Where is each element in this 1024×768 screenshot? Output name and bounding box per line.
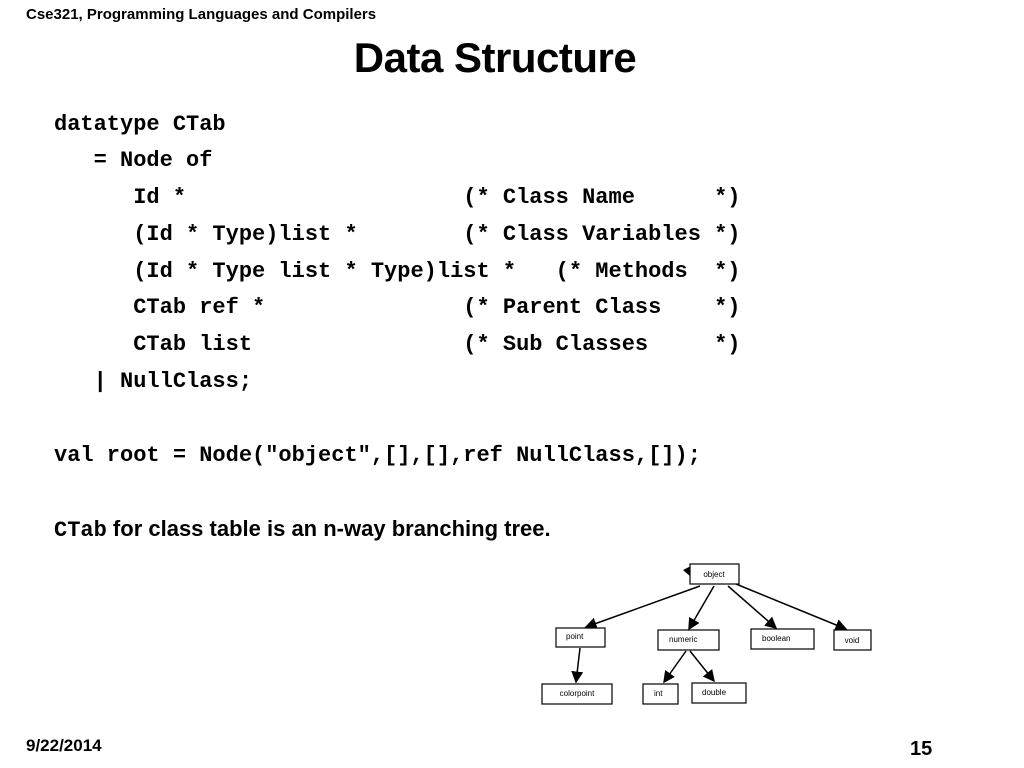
node-numeric: numeric — [657, 629, 720, 651]
course-title: Cse321, Programming Languages and Compil… — [26, 6, 377, 23]
edge-object-numeric — [688, 585, 715, 631]
code-line-2: = Node of — [54, 148, 213, 173]
edge-object-point — [584, 585, 701, 630]
slide-title: Data Structure — [353, 34, 637, 81]
node-int: int — [642, 683, 679, 705]
code-line-3: Id * (* Class Name *) — [54, 185, 741, 210]
code-line-9: val root = Node("object",[],[],ref NullC… — [54, 443, 701, 468]
root-pointer-arrow — [683, 566, 691, 577]
code-line-4: (Id * Type)list * (* Class Variables *) — [54, 222, 741, 247]
node-boolean: boolean — [750, 628, 815, 650]
node-numeric-label: numeric — [669, 635, 697, 644]
node-point-label: point — [566, 632, 584, 641]
code-line-1: datatype CTab — [54, 112, 226, 137]
node-object-label: object — [703, 570, 725, 579]
code-line-7: CTab list (* Sub Classes *) — [54, 332, 741, 357]
node-boolean-label: boolean — [762, 634, 790, 643]
code-line-5: (Id * Type list * Type)list * (* Methods… — [54, 259, 741, 284]
description: CTab for class table is an n-way branchi… — [54, 516, 551, 543]
node-void-label: void — [845, 636, 860, 645]
edge-object-boolean — [727, 585, 778, 629]
node-point: point — [555, 627, 606, 648]
node-void: void — [833, 629, 872, 651]
description-text: for class table is an n-way branching tr… — [106, 516, 551, 541]
edge-point-colorpoint — [571, 647, 584, 684]
page-number: 15 — [910, 738, 933, 760]
edge-object-void — [735, 583, 848, 631]
node-colorpoint: colorpoint — [541, 683, 613, 705]
edge-numeric-double — [689, 650, 715, 683]
node-double: double — [691, 682, 747, 704]
node-int-label: int — [654, 689, 663, 698]
footer-date: 9/22/2014 — [26, 736, 102, 755]
node-double-label: double — [702, 688, 727, 697]
node-object: object — [689, 563, 740, 585]
code-line-6: CTab ref * (* Parent Class *) — [54, 295, 741, 320]
node-colorpoint-label: colorpoint — [560, 689, 595, 698]
description-code-term: CTab — [54, 518, 107, 543]
code-line-8: | NullClass; — [54, 369, 253, 394]
edge-numeric-int — [663, 650, 687, 684]
